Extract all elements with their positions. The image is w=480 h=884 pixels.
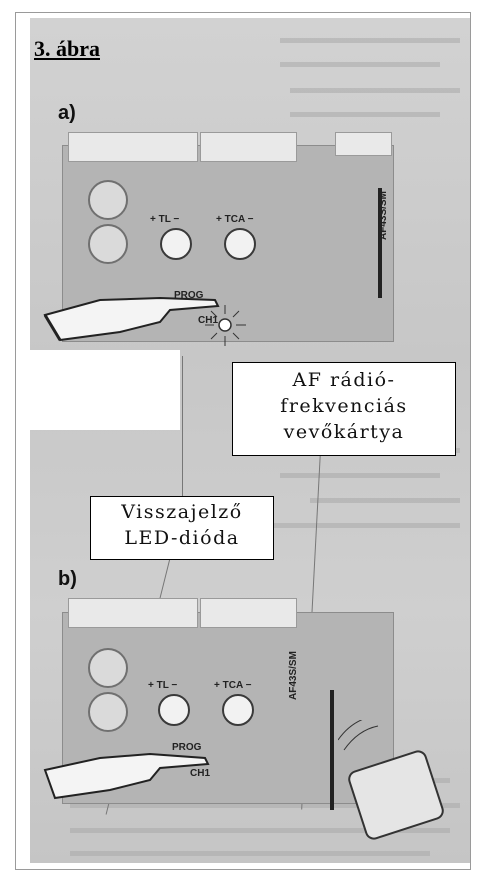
screw-hole-icon (88, 180, 128, 220)
tca-trimmer-icon (224, 228, 256, 260)
connector-block (200, 598, 297, 628)
connector-block (68, 598, 198, 628)
remote-control-icon (338, 720, 444, 840)
hand-pointing-icon (43, 296, 220, 342)
connector-block (200, 132, 297, 162)
led-glow-icon (205, 305, 246, 346)
rf-card-callout: AF rádió- frekvenciás vevőkártya (232, 362, 456, 456)
tca-label: + TCA − (214, 680, 252, 691)
screw-hole-icon (88, 648, 128, 688)
tl-trimmer-icon (158, 694, 190, 726)
callout-line: frekvenciás (280, 395, 408, 417)
prog-label: PROG (172, 742, 202, 753)
callout-line: vevőkártya (283, 421, 405, 443)
model-label: AF43S/SM (288, 651, 299, 700)
leader-line (182, 356, 183, 504)
tca-label: + TCA − (216, 214, 254, 225)
panel-b-label: b) (58, 568, 77, 590)
led-callout: Visszajelző LED-dióda (90, 496, 274, 560)
tl-trimmer-icon (160, 228, 192, 260)
panel-a-label: a) (58, 102, 76, 124)
callout-line: AF rádió- (292, 369, 396, 391)
rf-card-a (338, 188, 382, 298)
connector-block (335, 132, 392, 156)
rf-card-b (300, 690, 334, 810)
hand-pointing-icon (43, 752, 210, 800)
tl-label: + TL − (148, 680, 178, 691)
figure-title: 3. ábra (34, 36, 100, 61)
screw-hole-icon (88, 692, 128, 732)
tl-label: + TL − (150, 214, 180, 225)
callout-line: Visszajelző (121, 501, 243, 523)
connector-block (68, 132, 198, 162)
screw-hole-icon (88, 224, 128, 264)
tca-trimmer-icon (222, 694, 254, 726)
callout-line: LED-dióda (124, 527, 240, 549)
ch1-label: CH1 (198, 315, 219, 326)
prog-label: PROG (174, 290, 204, 301)
blank-area (30, 350, 180, 430)
ch1-label: CH1 (190, 768, 211, 779)
